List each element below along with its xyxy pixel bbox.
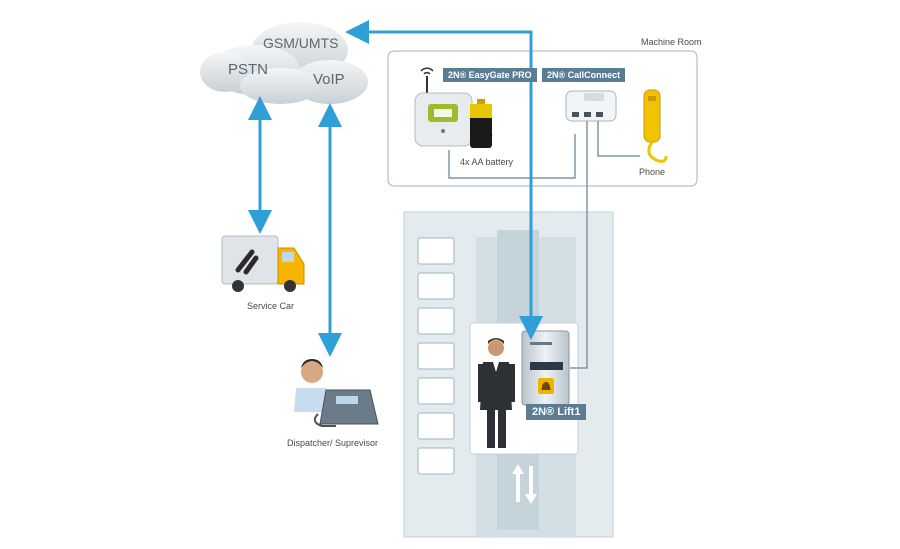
businessman [478,338,515,448]
voip-label: VoIP [313,71,345,88]
gsm-umts-label: GSM/UMTS [263,35,339,51]
up-down-arrow-icon [512,464,537,504]
phone-caption: Phone [639,167,666,177]
battery-text: AA [474,124,493,139]
wrench-icon [235,249,259,275]
callconnect-tag: 2N® CallConnect [542,68,626,82]
easygate-tag: 2N® EasyGate PRO [443,68,537,82]
pstn-label: PSTN [228,61,269,78]
cloud-icon [200,22,368,104]
truck-icon [221,235,305,292]
blue-arrows [248,20,543,357]
dispatcher-caption: Dispatcher/ Suprevisor [287,438,379,448]
callconnect-device [565,90,617,122]
phone-icon [643,89,668,163]
lift1-tag: 2N® Lift1 [526,404,587,420]
bell-icon [541,382,551,390]
battery-caption: 4x AA battery [460,157,514,167]
service-car-caption: Service Car [247,301,295,311]
desk-phone-icon [313,389,379,427]
dispatcher-figure [294,359,330,412]
machine-room-title: Machine Room [641,37,702,47]
lift1-panel [521,330,570,406]
